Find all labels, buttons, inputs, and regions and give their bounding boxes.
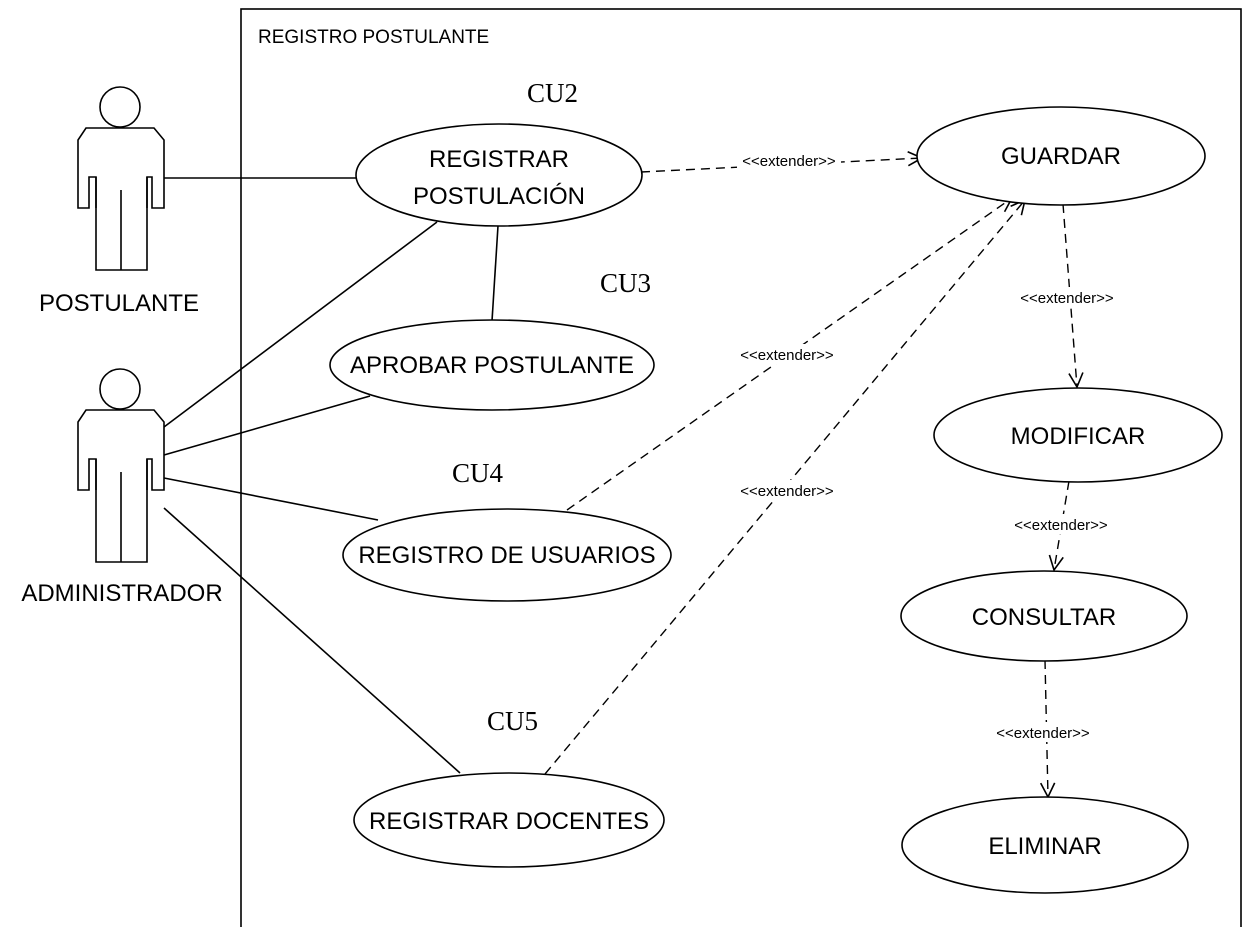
use-case-registrar-postulacion-line2: POSTULACIÓN <box>413 183 585 210</box>
use-case-aprobar-postulante[interactable]: APROBAR POSTULANTE <box>329 319 655 411</box>
actor-administrador[interactable] <box>77 368 165 563</box>
extend-label-bg <box>733 344 841 364</box>
extend-label-bg <box>1015 287 1119 307</box>
use-case-consultar-label: CONSULTAR <box>972 604 1116 631</box>
assoc-registrar-aprobar <box>491 225 499 322</box>
code-cu2: CU2 <box>527 78 578 108</box>
use-case-registro-usuarios-label: REGISTRO DE USUARIOS <box>358 542 655 569</box>
extend-docentes-guardar <box>544 200 1025 775</box>
assoc-admin-usuarios <box>163 477 379 521</box>
extend-label-bg <box>737 150 841 170</box>
extend-label-registrar-guardar: <<extender>> <box>742 153 836 170</box>
use-case-registrar-docentes[interactable]: REGISTRAR DOCENTES <box>353 772 665 868</box>
extend-label-guardar-modificar: <<extender>> <box>1020 290 1114 307</box>
code-cu3: CU3 <box>600 268 651 298</box>
extend-label-modificar-consultar: <<extender>> <box>1014 517 1108 534</box>
system-title: REGISTRO POSTULANTE <box>258 27 489 48</box>
extend-label-usuarios-guardar: <<extender>> <box>740 347 834 364</box>
use-case-guardar-label: GUARDAR <box>1001 143 1121 170</box>
code-cu4: CU4 <box>452 458 504 488</box>
extend-label-bg <box>987 722 1099 742</box>
extend-label-docentes-guardar: <<extender>> <box>740 483 834 500</box>
extend-label-bg <box>733 480 841 500</box>
assoc-admin-registrar <box>163 221 438 428</box>
use-case-aprobar-postulante-label: APROBAR POSTULANTE <box>350 352 634 379</box>
use-case-eliminar-label: ELIMINAR <box>988 833 1101 860</box>
use-case-registro-usuarios[interactable]: REGISTRO DE USUARIOS <box>342 508 672 602</box>
actor-postulante[interactable] <box>77 86 165 271</box>
use-case-eliminar[interactable]: ELIMINAR <box>901 796 1189 894</box>
use-case-registrar-postulacion-line1: REGISTRAR <box>429 146 569 173</box>
assoc-admin-aprobar <box>163 395 371 456</box>
extend-label-bg <box>1005 514 1117 534</box>
actor-postulante-label: POSTULANTE <box>39 290 199 317</box>
use-case-registrar-docentes-label: REGISTRAR DOCENTES <box>369 808 649 835</box>
code-cu5: CU5 <box>487 706 538 736</box>
use-case-modificar-label: MODIFICAR <box>1011 423 1146 450</box>
actor-administrador-label: ADMINISTRADOR <box>21 580 222 607</box>
use-case-modificar[interactable]: MODIFICAR <box>933 387 1223 483</box>
extend-label-consultar-eliminar: <<extender>> <box>996 725 1090 742</box>
use-case-consultar[interactable]: CONSULTAR <box>900 570 1188 662</box>
system-boundary <box>240 8 1242 927</box>
use-case-registrar-postulacion[interactable]: REGISTRAR POSTULACIÓN <box>355 123 643 227</box>
use-case-guardar[interactable]: GUARDAR <box>916 106 1206 206</box>
assoc-admin-docentes <box>163 507 461 774</box>
